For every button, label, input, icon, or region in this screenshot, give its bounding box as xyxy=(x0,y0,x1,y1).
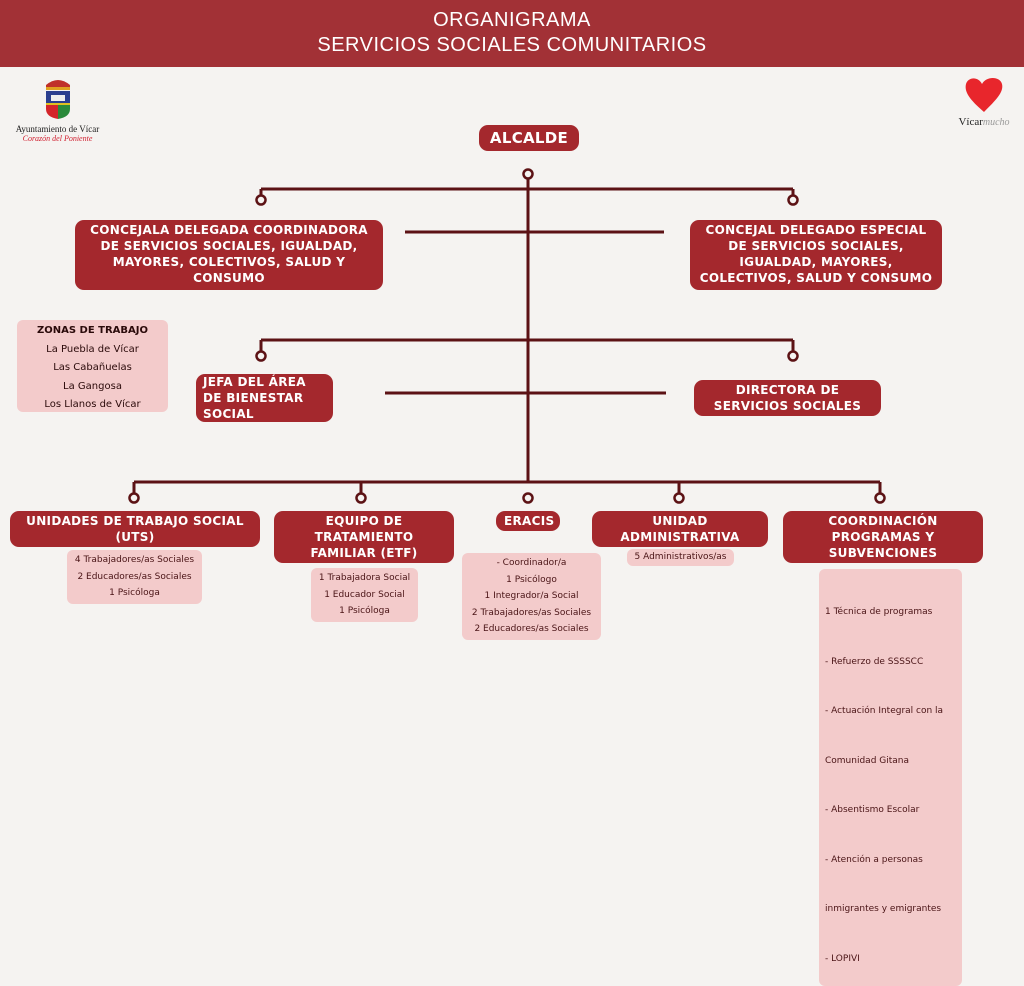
header-subtitle: SERVICIOS SOCIALES COMUNITARIOS xyxy=(317,34,707,56)
node-jefa: JEFA DEL ÁREA DE BIENESTAR SOCIAL xyxy=(196,374,333,422)
details-admin: 5 Administrativos/as xyxy=(627,549,734,566)
details-coord: 1 Técnica de programas - Refuerzo de SSS… xyxy=(819,569,962,986)
node-directora: DIRECTORA DE SERVICIOS SOCIALES xyxy=(694,380,881,416)
node-dot xyxy=(874,492,886,504)
detail-item: 1 Integrador/a Social xyxy=(484,591,579,601)
detail-item: 1 Psicólogo xyxy=(506,574,557,585)
detail-item: 2 Trabajadores/as Sociales xyxy=(471,607,592,618)
detail-item: 5 Administrativos/as xyxy=(634,552,727,562)
detail-item: - Absentismo Escolar xyxy=(825,805,920,815)
node-etf: EQUIPO DE TRATAMIENTO FAMILIAR (ETF) xyxy=(274,511,454,563)
node-dot xyxy=(787,350,799,362)
detail-item: 1 Psicóloga xyxy=(109,588,160,598)
logo-right-text: Vícar xyxy=(958,116,983,128)
node-dot xyxy=(128,492,140,504)
detail-item: - Refuerzo de SSSSCC xyxy=(825,656,924,667)
node-dot xyxy=(255,350,267,362)
node-uts: UNIDADES DE TRABAJO SOCIAL (UTS) xyxy=(10,511,260,547)
header: ORGANIGRAMA SERVICIOS SOCIALES COMUNITAR… xyxy=(0,0,1024,67)
node-admin: UNIDAD ADMINISTRATIVA xyxy=(592,511,768,547)
heart-icon xyxy=(965,78,1003,112)
details-etf: 1 Trabajadora Social 1 Educador Social 1… xyxy=(311,568,418,622)
detail-item: 1 Trabajadora Social xyxy=(318,573,411,583)
connector-lines xyxy=(128,168,886,504)
node-dot xyxy=(787,194,799,206)
logo-vicar-mucho: Vícarmucho xyxy=(948,74,1020,128)
zonas-trabajo: ZONAS DE TRABAJO La Puebla de Vícar Las … xyxy=(17,320,168,412)
detail-item: - Coordinador/a xyxy=(496,558,567,568)
detail-item: 4 Trabajadores/as Sociales xyxy=(74,555,195,565)
coat-of-arms-icon xyxy=(45,80,70,119)
zonas-title: ZONAS DE TRABAJO xyxy=(36,325,148,336)
logo-ayuntamiento: Ayuntamiento de Vícar Corazón del Ponien… xyxy=(10,75,105,143)
detail-item: 1 Psicóloga xyxy=(339,606,390,616)
node-dot xyxy=(522,168,534,180)
logo-right-sub: mucho xyxy=(982,117,1010,128)
node-dot xyxy=(673,492,685,504)
node-coord: COORDINACIÓN PROGRAMAS Y SUBVENCIONES xyxy=(783,511,983,563)
detail-item: 2 Educadores/as Sociales xyxy=(474,624,589,634)
node-dot xyxy=(522,492,534,504)
logo-left-slogan: Corazón del Poniente xyxy=(22,134,93,143)
node-dot xyxy=(355,492,367,504)
node-concejala: CONCEJALA DELEGADA COORDINADORA DE SERVI… xyxy=(75,220,383,290)
node-dot xyxy=(255,194,267,206)
detail-item: Comunidad Gitana xyxy=(825,755,910,766)
node-eracis: ERACIS xyxy=(496,511,560,531)
detail-item: 2 Educadores/as Sociales xyxy=(77,571,192,582)
logo-left-name: Ayuntamiento de Vícar xyxy=(15,124,100,134)
detail-item: - Atención a personas xyxy=(825,854,923,865)
detail-item: 1 Técnica de programas xyxy=(825,607,933,617)
zona-item: Los Llanos de Vícar xyxy=(44,399,141,410)
detail-item: 1 Educador Social xyxy=(324,589,405,600)
zona-item: Las Cabañuelas xyxy=(53,362,132,373)
zona-item: La Puebla de Vícar xyxy=(46,343,139,355)
detail-item: inmigrantes y emigrantes xyxy=(825,904,942,914)
details-uts: 4 Trabajadores/as Sociales 2 Educadores/… xyxy=(67,550,202,604)
node-alcalde: ALCALDE xyxy=(479,125,579,151)
detail-item: - Actuación Integral con la xyxy=(825,706,944,716)
detail-item: - LOPIVI xyxy=(825,953,860,964)
details-eracis: - Coordinador/a 1 Psicólogo 1 Integrador… xyxy=(462,553,601,640)
header-title: ORGANIGRAMA xyxy=(433,9,591,31)
zona-item: La Gangosa xyxy=(63,380,122,392)
node-concejal: CONCEJAL DELEGADO ESPECIAL DE SERVICIOS … xyxy=(690,220,942,290)
